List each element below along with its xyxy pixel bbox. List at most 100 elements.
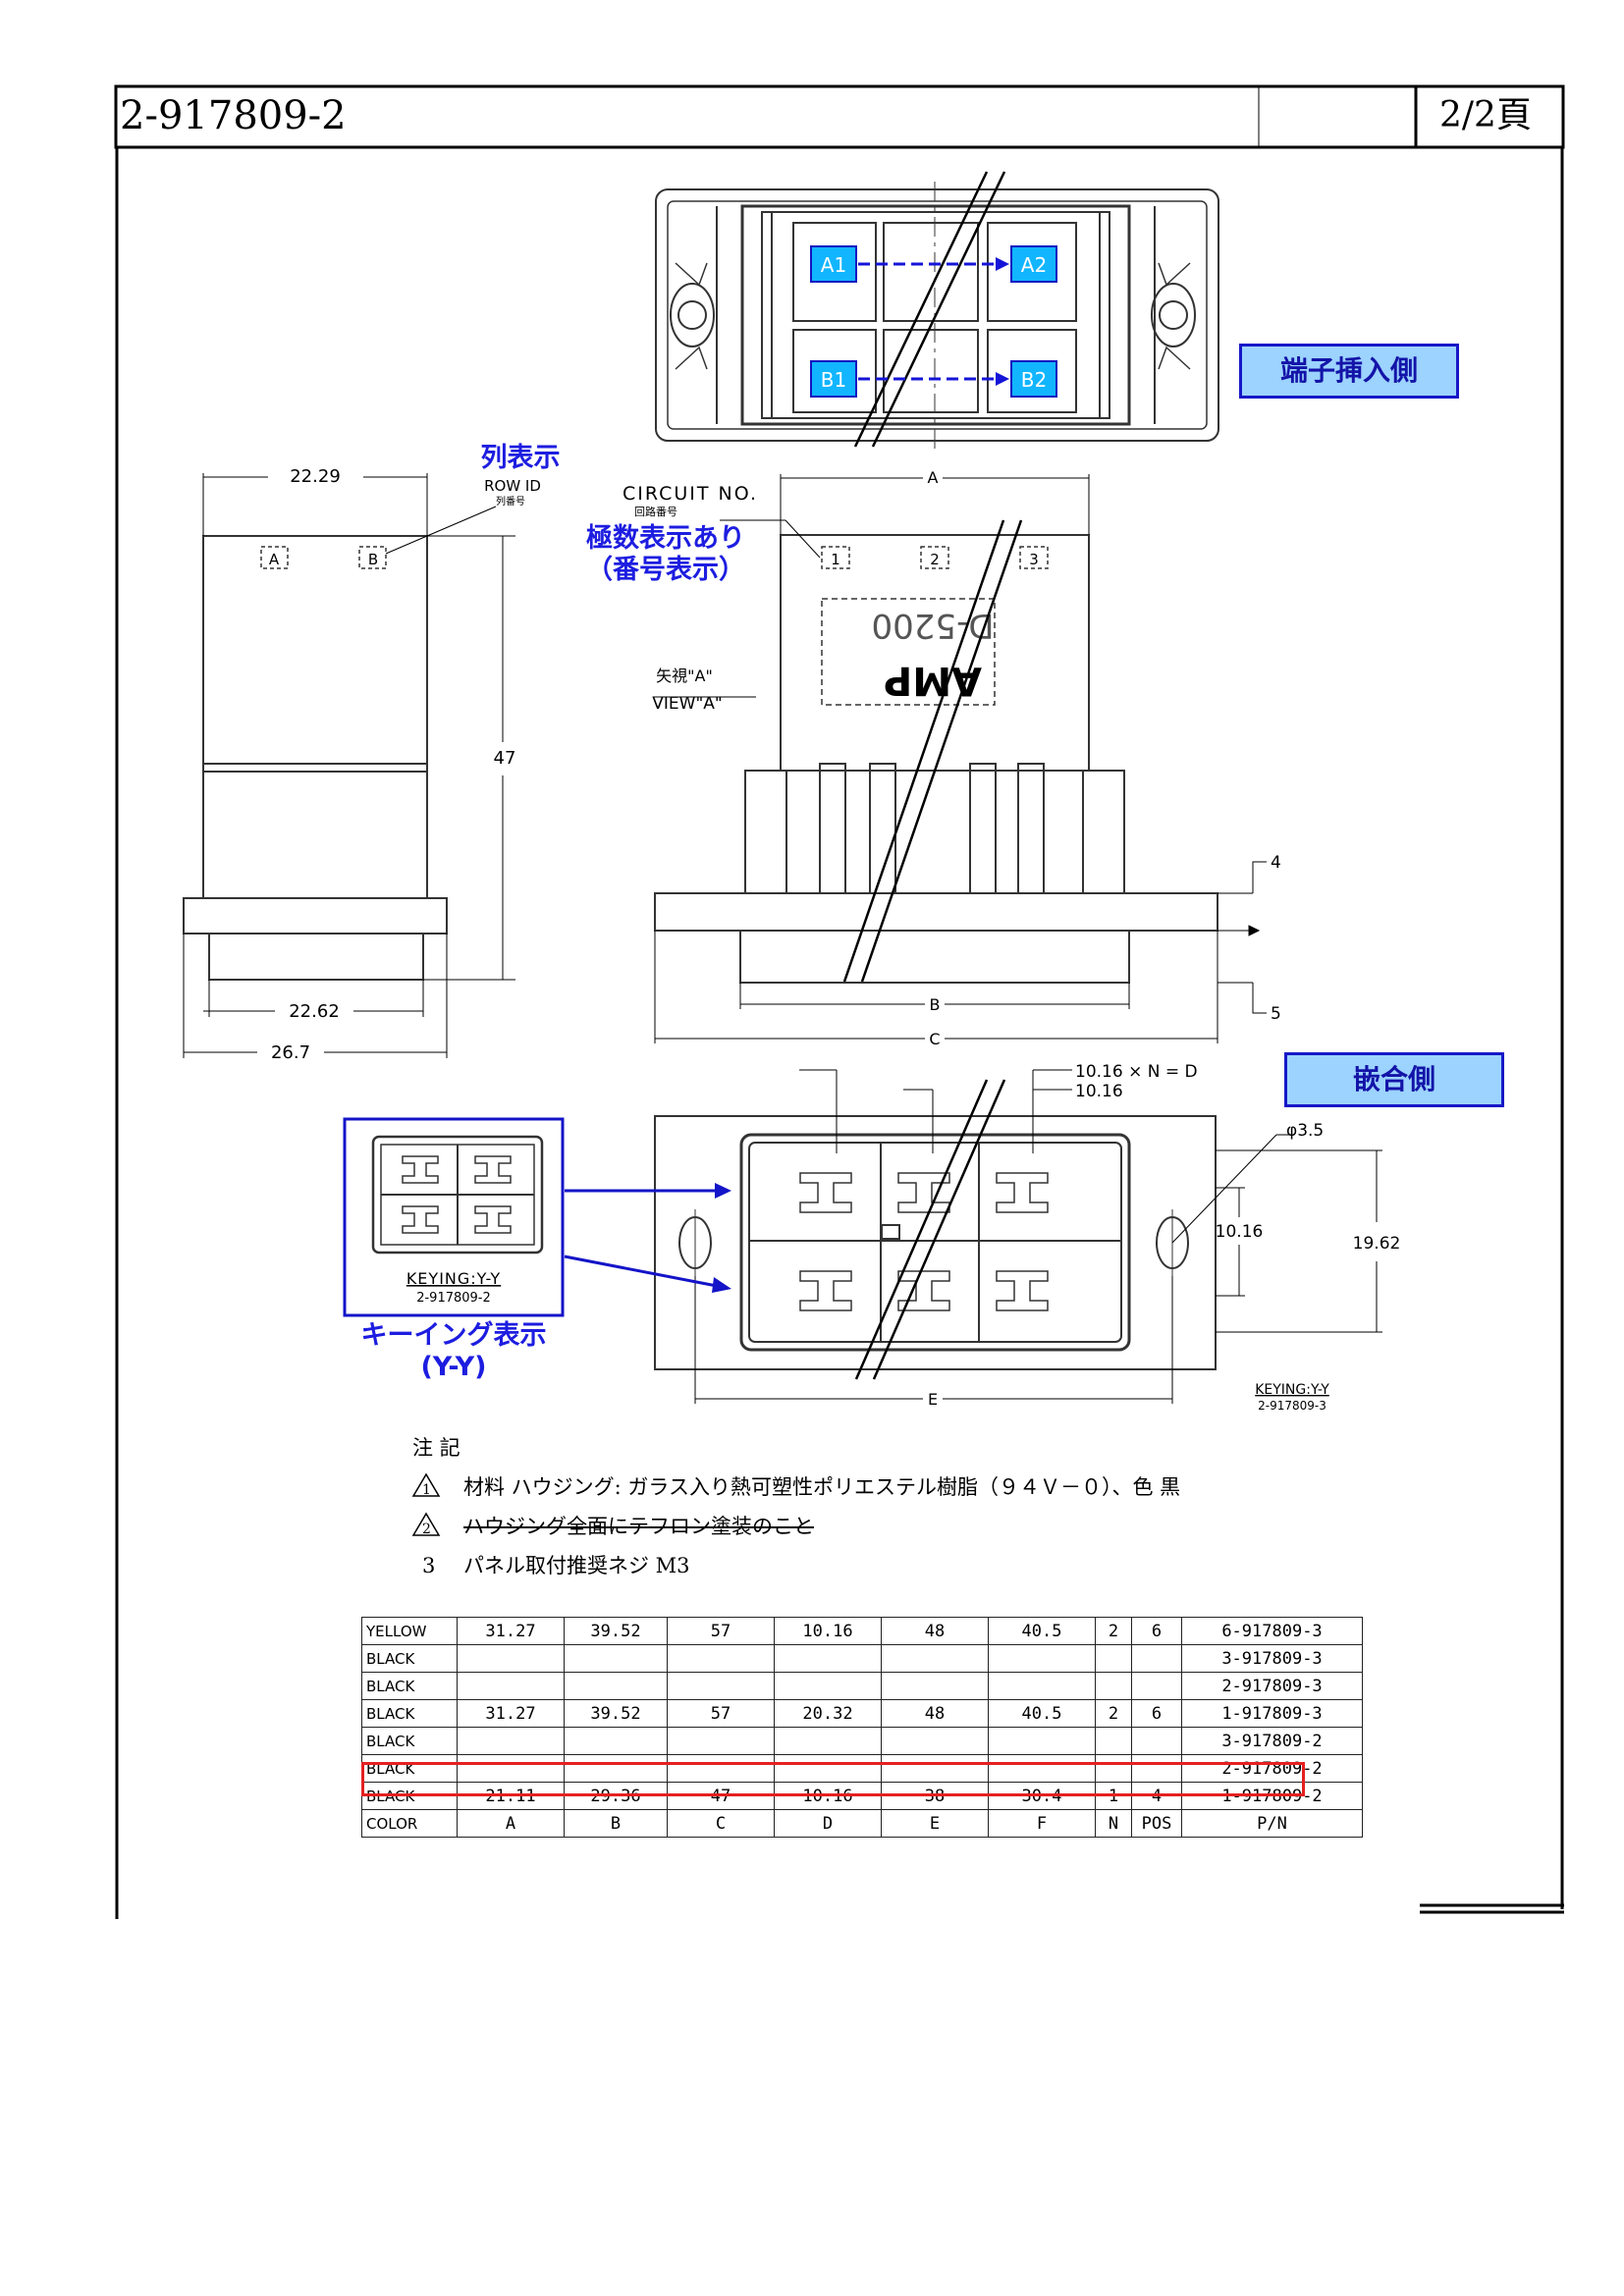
svg-text:19.62: 19.62 (1353, 1234, 1401, 1254)
table-cell: 2-917809-3 (1181, 1672, 1363, 1700)
mating-view (654, 1115, 1217, 1370)
row-display-label: 列表示 (480, 443, 561, 473)
svg-text:10.16: 10.16 (1216, 1222, 1264, 1242)
table-cell (774, 1644, 882, 1673)
table-cell: F (988, 1809, 1096, 1838)
side-view-dimensions (183, 473, 515, 1058)
table-cell (1095, 1727, 1132, 1755)
table-cell: 20.32 (774, 1699, 882, 1728)
svg-text:E: E (928, 1390, 938, 1409)
notes-title: 注 記 (412, 1436, 460, 1460)
page-indicator: 2/2頁 (1439, 95, 1532, 135)
svg-text:2: 2 (930, 551, 940, 568)
note-markers (411, 1472, 441, 1536)
table-cell (1131, 1672, 1182, 1700)
svg-text:B2: B2 (1021, 368, 1047, 392)
table-cell (667, 1672, 775, 1700)
table-cell (988, 1727, 1096, 1755)
table-cell (1131, 1644, 1182, 1673)
dim-22-29: 22.29 (290, 466, 341, 487)
table-cell (457, 1727, 565, 1755)
table-cell: 6 (1131, 1617, 1182, 1645)
table-cell: 10.16 (774, 1617, 882, 1645)
svg-text:5: 5 (1271, 1004, 1281, 1024)
table-cell: 3-917809-3 (1181, 1644, 1363, 1673)
table-cell: 48 (881, 1699, 989, 1728)
table-cell (881, 1672, 989, 1700)
svg-text:列番号: 列番号 (496, 495, 525, 507)
svg-text:KEYING:Y-Y: KEYING:Y-Y (406, 1269, 501, 1288)
table-cell: 31.27 (457, 1699, 565, 1728)
view-a-en: VIEW"A" (652, 694, 722, 714)
table-cell: 57 (667, 1617, 775, 1645)
svg-text:4: 4 (1271, 853, 1281, 873)
top-view (655, 182, 1219, 452)
row-id-text: ROW ID (484, 477, 541, 495)
cavity-b1: B1 (810, 360, 857, 398)
table-cell (667, 1644, 775, 1673)
mating-view-dimensions (694, 1069, 1382, 1404)
keying-inset: KEYING:Y-Y 2-917809-2 (343, 1117, 565, 1317)
table-cell: 1-917809-3 (1181, 1699, 1363, 1728)
keying-label-2: (Y-Y) (420, 1352, 487, 1382)
table-cell (988, 1672, 1096, 1700)
table-cell (988, 1644, 1096, 1673)
table-cell: A (457, 1809, 565, 1838)
table-cell: 40.5 (988, 1699, 1096, 1728)
svg-text:2-917809-3: 2-917809-3 (1258, 1399, 1326, 1413)
svg-text:φ3.5: φ3.5 (1286, 1121, 1324, 1141)
mating-side-label: 嵌合側 (1284, 1052, 1504, 1107)
keying-mark-right: KEYING:Y-Y (1255, 1382, 1329, 1398)
table-cell (667, 1727, 775, 1755)
table-cell: 6 (1131, 1699, 1182, 1728)
table-cell: YELLOW (361, 1617, 458, 1645)
svg-text:A: A (269, 551, 280, 568)
housing-mark: D-5200 (872, 606, 995, 645)
table-cell: C (667, 1809, 775, 1838)
table-cell: BLACK (361, 1699, 458, 1728)
table-cell: BLACK (361, 1644, 458, 1673)
svg-text:C: C (929, 1030, 940, 1048)
table-cell (457, 1644, 565, 1673)
table-cell (881, 1644, 989, 1673)
cavity-a1: A1 (810, 245, 857, 283)
keying-label-1: キーイング表示 (360, 1320, 547, 1351)
dim-47: 47 (494, 748, 516, 769)
keying-arrows (564, 1183, 731, 1293)
table-cell (564, 1672, 668, 1700)
svg-text:A: A (928, 468, 939, 487)
table-cell: D (774, 1809, 882, 1838)
part-number-title: 2-917809-2 (120, 93, 347, 138)
table-cell: COLOR (361, 1809, 458, 1838)
table-cell: E (881, 1809, 989, 1838)
table-cell: 39.52 (564, 1699, 668, 1728)
front-view (654, 534, 1218, 984)
front-view-dimensions (653, 474, 1267, 1043)
table-cell: 39.52 (564, 1617, 668, 1645)
table-cell (1131, 1727, 1182, 1755)
svg-text:B1: B1 (821, 368, 846, 392)
table-cell (1095, 1644, 1132, 1673)
table-cell (564, 1727, 668, 1755)
table-cell (774, 1754, 882, 1783)
cavity-b2: B2 (1010, 360, 1057, 398)
table-cell: 2 (1095, 1699, 1132, 1728)
svg-text:A2: A2 (1021, 253, 1047, 277)
svg-text:1: 1 (831, 551, 840, 568)
table-cell: 48 (881, 1617, 989, 1645)
table-cell (1095, 1672, 1132, 1700)
svg-text:2-917809-2: 2-917809-2 (416, 1291, 491, 1306)
svg-text:B: B (368, 551, 378, 568)
table-cell (564, 1644, 668, 1673)
table-cell: N (1095, 1809, 1132, 1838)
table-cell (881, 1727, 989, 1755)
selected-row-highlight (361, 1762, 1305, 1796)
table-cell: POS (1131, 1809, 1182, 1838)
table-cell: 6-917809-3 (1181, 1617, 1363, 1645)
